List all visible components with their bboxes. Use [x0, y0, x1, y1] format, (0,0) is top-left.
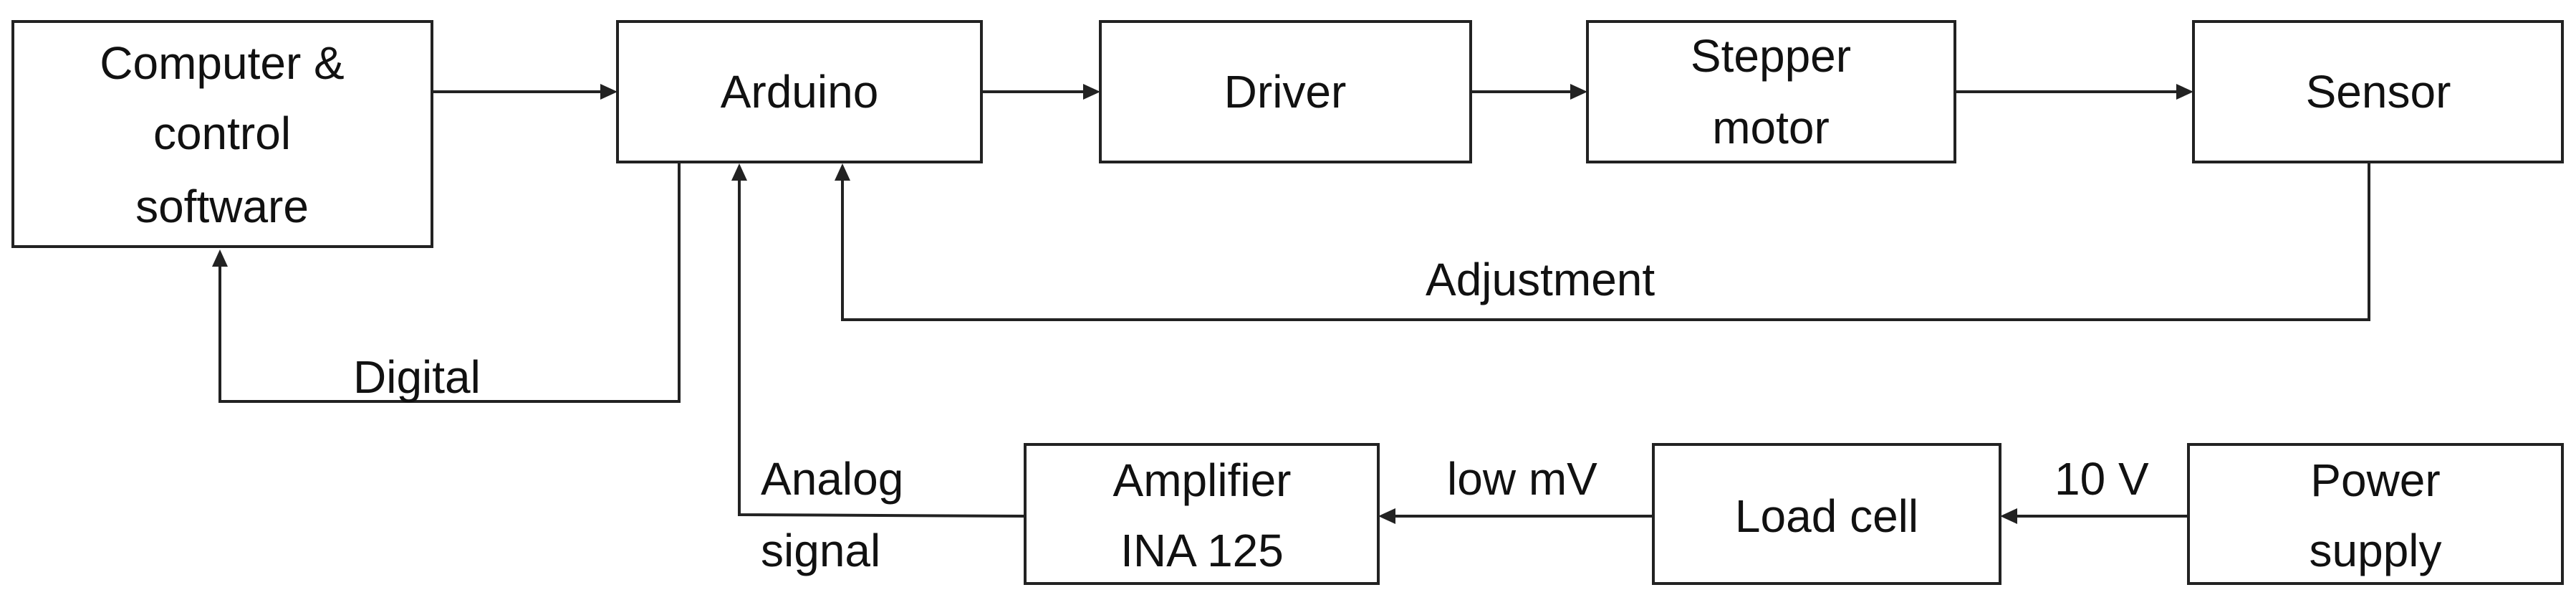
block-power-line-2: supply	[2310, 525, 2442, 576]
block-loadcell-label: Load cell	[1735, 490, 1918, 542]
block-computer-line-2: control	[153, 108, 291, 159]
label-analog-line-2: signal	[761, 525, 880, 576]
block-stepper-line-1: Stepper	[1691, 30, 1851, 82]
edge-amplifier-to-arduino-analog	[731, 163, 1026, 518]
label-low-mv: low mV	[1447, 453, 1597, 505]
label-adjustment: Adjustment	[1426, 254, 1655, 305]
edge-stepper-to-sensor	[1955, 84, 2193, 100]
block-computer-line-1: Computer &	[100, 37, 344, 89]
edge-arduino-to-driver	[981, 84, 1100, 100]
block-stepper-line-2: motor	[1712, 102, 1830, 153]
edge-arduino-to-computer-digital	[212, 162, 681, 403]
label-10v: 10 V	[2054, 453, 2149, 505]
block-amplifier-line-1: Amplifier	[1113, 454, 1292, 506]
edge-driver-to-stepper	[1471, 84, 1587, 100]
edge-loadcell-to-amplifier	[1378, 508, 1653, 524]
block-power-supply: Power supply	[2187, 443, 2564, 585]
block-power-line-1: Power	[2310, 454, 2440, 506]
edge-computer-to-arduino	[432, 84, 617, 100]
block-driver: Driver	[1099, 20, 1472, 163]
edge-sensor-to-arduino-adjustment	[835, 162, 2370, 321]
label-digital: Digital	[353, 351, 481, 403]
block-sensor-label: Sensor	[2306, 66, 2451, 118]
block-arduino-label: Arduino	[721, 66, 879, 118]
block-computer-line-3: software	[135, 181, 309, 232]
label-analog-line-1: Analog	[761, 453, 903, 505]
block-driver-label: Driver	[1224, 66, 1347, 118]
block-stepper-motor: Stepper motor	[1586, 20, 1956, 163]
block-amplifier: Amplifier INA 125	[1024, 443, 1380, 585]
block-arduino: Arduino	[616, 20, 983, 163]
edge-power-to-loadcell	[2000, 508, 2188, 524]
block-amplifier-line-2: INA 125	[1120, 525, 1284, 576]
block-sensor: Sensor	[2192, 20, 2564, 163]
block-computer: Computer & control software	[11, 20, 433, 248]
block-load-cell: Load cell	[1652, 443, 2001, 585]
